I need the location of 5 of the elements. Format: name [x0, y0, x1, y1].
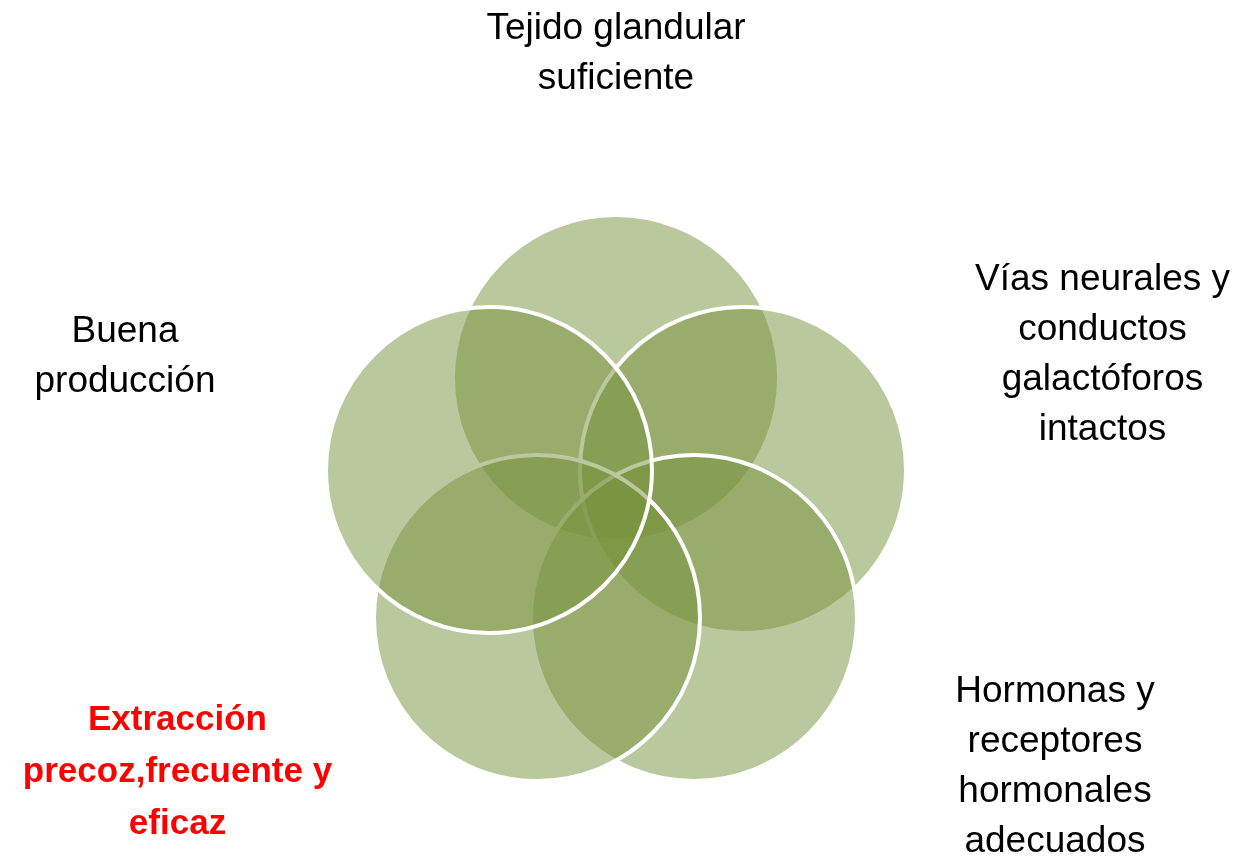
circle-caption: Hormonas y receptores hormonales adecuados [954, 668, 1156, 862]
circle-caption: Extracción precoz,frecuente y eficaz [21, 697, 334, 843]
circle-caption: Buena producción [33, 308, 217, 402]
circle-caption: Tejido glandular suficiente [485, 5, 747, 99]
circle-caption: Vías neurales y conductos galactóforos intactos [974, 256, 1231, 450]
